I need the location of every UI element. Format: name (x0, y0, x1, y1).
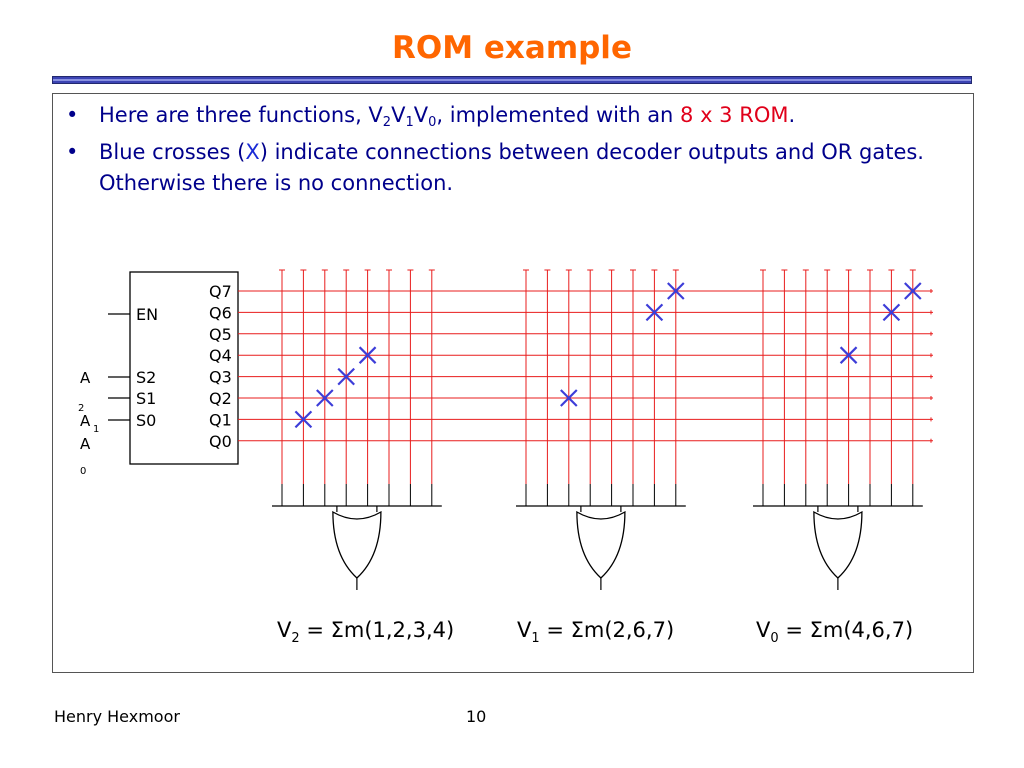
decoder-input-label-en: EN (136, 305, 158, 324)
bullet-icon: • (66, 103, 79, 127)
function-subscript: 2 (291, 631, 299, 646)
or-gate-icon (813, 510, 863, 579)
function-expression: = Σm(4,6,7) (779, 618, 914, 642)
connection-cross-icon (645, 303, 664, 322)
decoder-output-label-q4: Q4 (209, 346, 232, 365)
function-name: V (756, 618, 771, 642)
address-label-a2: A (80, 369, 91, 387)
bullet-icon: • (66, 140, 79, 164)
function-name: V (517, 618, 532, 642)
content-frame (52, 93, 974, 673)
decoder-input-label-s0: S0 (136, 411, 156, 430)
decoder-box (129, 271, 239, 465)
function-label-v0: V0 = Σm(4,6,7) (756, 618, 913, 646)
connection-cross-icon (882, 303, 901, 322)
connection-cross-icon (839, 346, 858, 364)
bullet-item-2: • Blue crosses (X) indicate connections … (66, 137, 961, 199)
connection-cross-icon (358, 346, 377, 364)
slide-title: ROM example (392, 30, 632, 66)
connection-cross-icon (294, 410, 313, 429)
bullet-text: . (788, 103, 796, 127)
function-expression: = Σm(2,6,7) (540, 618, 675, 642)
decoder-input-label-s1: S1 (136, 389, 156, 408)
decoder-output-label-q5: Q5 (209, 325, 232, 344)
decoder-output-label-q1: Q1 (209, 410, 232, 429)
cross-stroke (839, 346, 858, 364)
subscript: 0 (428, 115, 437, 130)
connection-cross-icon (316, 389, 334, 407)
connection-cross-icon (560, 389, 578, 407)
connection-cross-icon (904, 282, 922, 300)
cross-stroke (316, 389, 334, 407)
address-label-a0: A (80, 435, 91, 453)
rom-size-highlight: 8 x 3 ROM (680, 103, 789, 127)
decoder-output-label-q7: Q7 (209, 282, 232, 301)
bullet-text: Here are three functions, V (99, 103, 383, 127)
title-divider (52, 76, 972, 84)
address-subscript-0: 0 (80, 466, 86, 477)
decoder-output-label-q2: Q2 (209, 389, 232, 408)
cross-stroke (560, 389, 578, 407)
cross-stroke (358, 346, 377, 364)
connection-cross-icon (667, 282, 685, 300)
address-label-a1: A (80, 412, 91, 430)
address-subscript-2: 2 (78, 403, 84, 414)
page-number: 10 (466, 707, 487, 726)
cross-stroke (882, 303, 901, 322)
address-subscript-1: 1 (93, 424, 99, 435)
cross-stroke (337, 367, 355, 386)
bullet-text: Blue crosses ( (99, 140, 246, 164)
or-gate-icon (576, 510, 626, 579)
decoder-output-label-q6: Q6 (209, 303, 232, 322)
decoder-input-label-s2: S2 (136, 368, 156, 387)
subscript: 1 (405, 115, 414, 130)
decoder-output-label-q3: Q3 (209, 368, 232, 387)
bullet-item-1: • Here are three functions, V2V1V0, impl… (66, 100, 961, 131)
bullet-text: ) indicate connections between decoder o… (99, 140, 924, 195)
cross-stroke (904, 282, 922, 300)
footer-author: Henry Hexmoor (54, 707, 180, 726)
function-subscript: 1 (531, 631, 539, 646)
function-label-v1: V1 = Σm(2,6,7) (517, 618, 674, 646)
function-name: V (277, 618, 292, 642)
function-expression: = Σm(1,2,3,4) (300, 618, 455, 642)
function-label-v2: V2 = Σm(1,2,3,4) (277, 618, 454, 646)
cross-stroke (645, 303, 664, 322)
bullet-text: V (391, 103, 406, 127)
cross-stroke (667, 282, 685, 300)
decoder-output-label-q0: Q0 (209, 432, 232, 451)
or-gate-icon (332, 510, 382, 579)
cross-stroke (294, 410, 313, 429)
subscript: 2 (382, 115, 392, 130)
cross-symbol: X (245, 140, 260, 164)
function-subscript: 0 (770, 631, 778, 646)
bullet-text: , implemented with an (436, 103, 681, 127)
connection-cross-icon (337, 367, 355, 386)
bullet-list: • Here are three functions, V2V1V0, impl… (66, 100, 961, 205)
bullet-text: V (413, 103, 429, 127)
